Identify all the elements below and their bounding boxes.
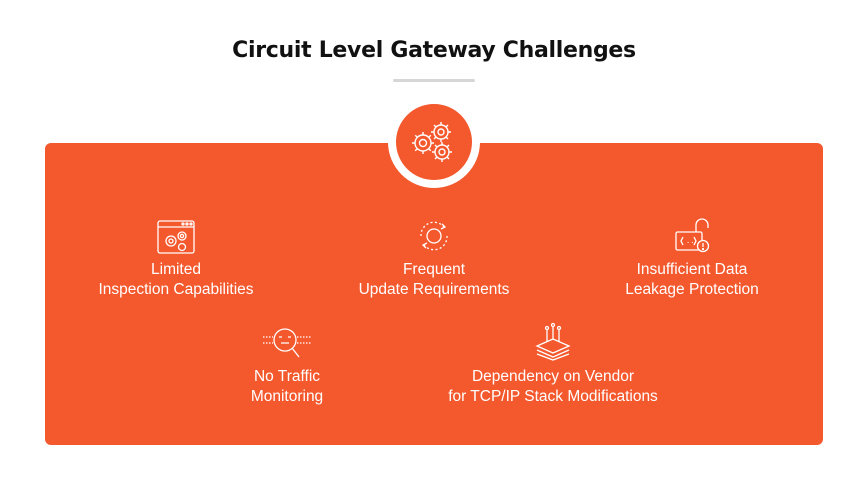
- challenge-label-line-2: Update Requirements: [358, 281, 510, 298]
- challenge-label-line-1: Frequent: [402, 261, 466, 278]
- hub-circle: [388, 96, 480, 188]
- challenge-label-line-2: for TCP/IP Stack Modifications: [448, 388, 658, 405]
- page-title: Circuit Level Gateway Challenges: [232, 38, 636, 63]
- challenges-panel: [45, 143, 823, 445]
- challenge-label-line-1: No Traffic: [253, 368, 321, 385]
- challenge-limited-inspection: Limited Inspection Capabilities: [76, 220, 276, 300]
- browser-gears-icon: [157, 220, 195, 254]
- stack-layers-icon: [535, 322, 571, 361]
- challenge-label-line-2: Inspection Capabilities: [98, 281, 254, 298]
- title-underline: [393, 79, 475, 82]
- challenge-data-leakage: .. Insufficient Data Leakage Protection: [592, 216, 792, 300]
- hub-inner: [396, 104, 472, 180]
- refresh-cycle-icon: [420, 221, 448, 251]
- unlocked-code-alert-icon: ..: [675, 218, 710, 253]
- svg-text:..: ..: [686, 237, 694, 245]
- challenge-no-traffic-monitoring: No Traffic Monitoring: [207, 325, 367, 407]
- challenge-label-line-1: Dependency on Vendor: [471, 368, 635, 385]
- challenge-label-line-2: Leakage Protection: [625, 281, 759, 298]
- challenge-label-line-2: Monitoring: [250, 388, 324, 405]
- challenge-vendor-dependency: Dependency on Vendor for TCP/IP Stack Mo…: [419, 321, 687, 407]
- gears-icon: [412, 122, 452, 162]
- challenge-frequent-updates: Frequent Update Requirements: [334, 218, 534, 300]
- challenge-label-line-1: Insufficient Data: [636, 261, 748, 278]
- challenge-label-line-1: Limited: [151, 261, 201, 278]
- magnifier-traffic-icon: [263, 328, 311, 358]
